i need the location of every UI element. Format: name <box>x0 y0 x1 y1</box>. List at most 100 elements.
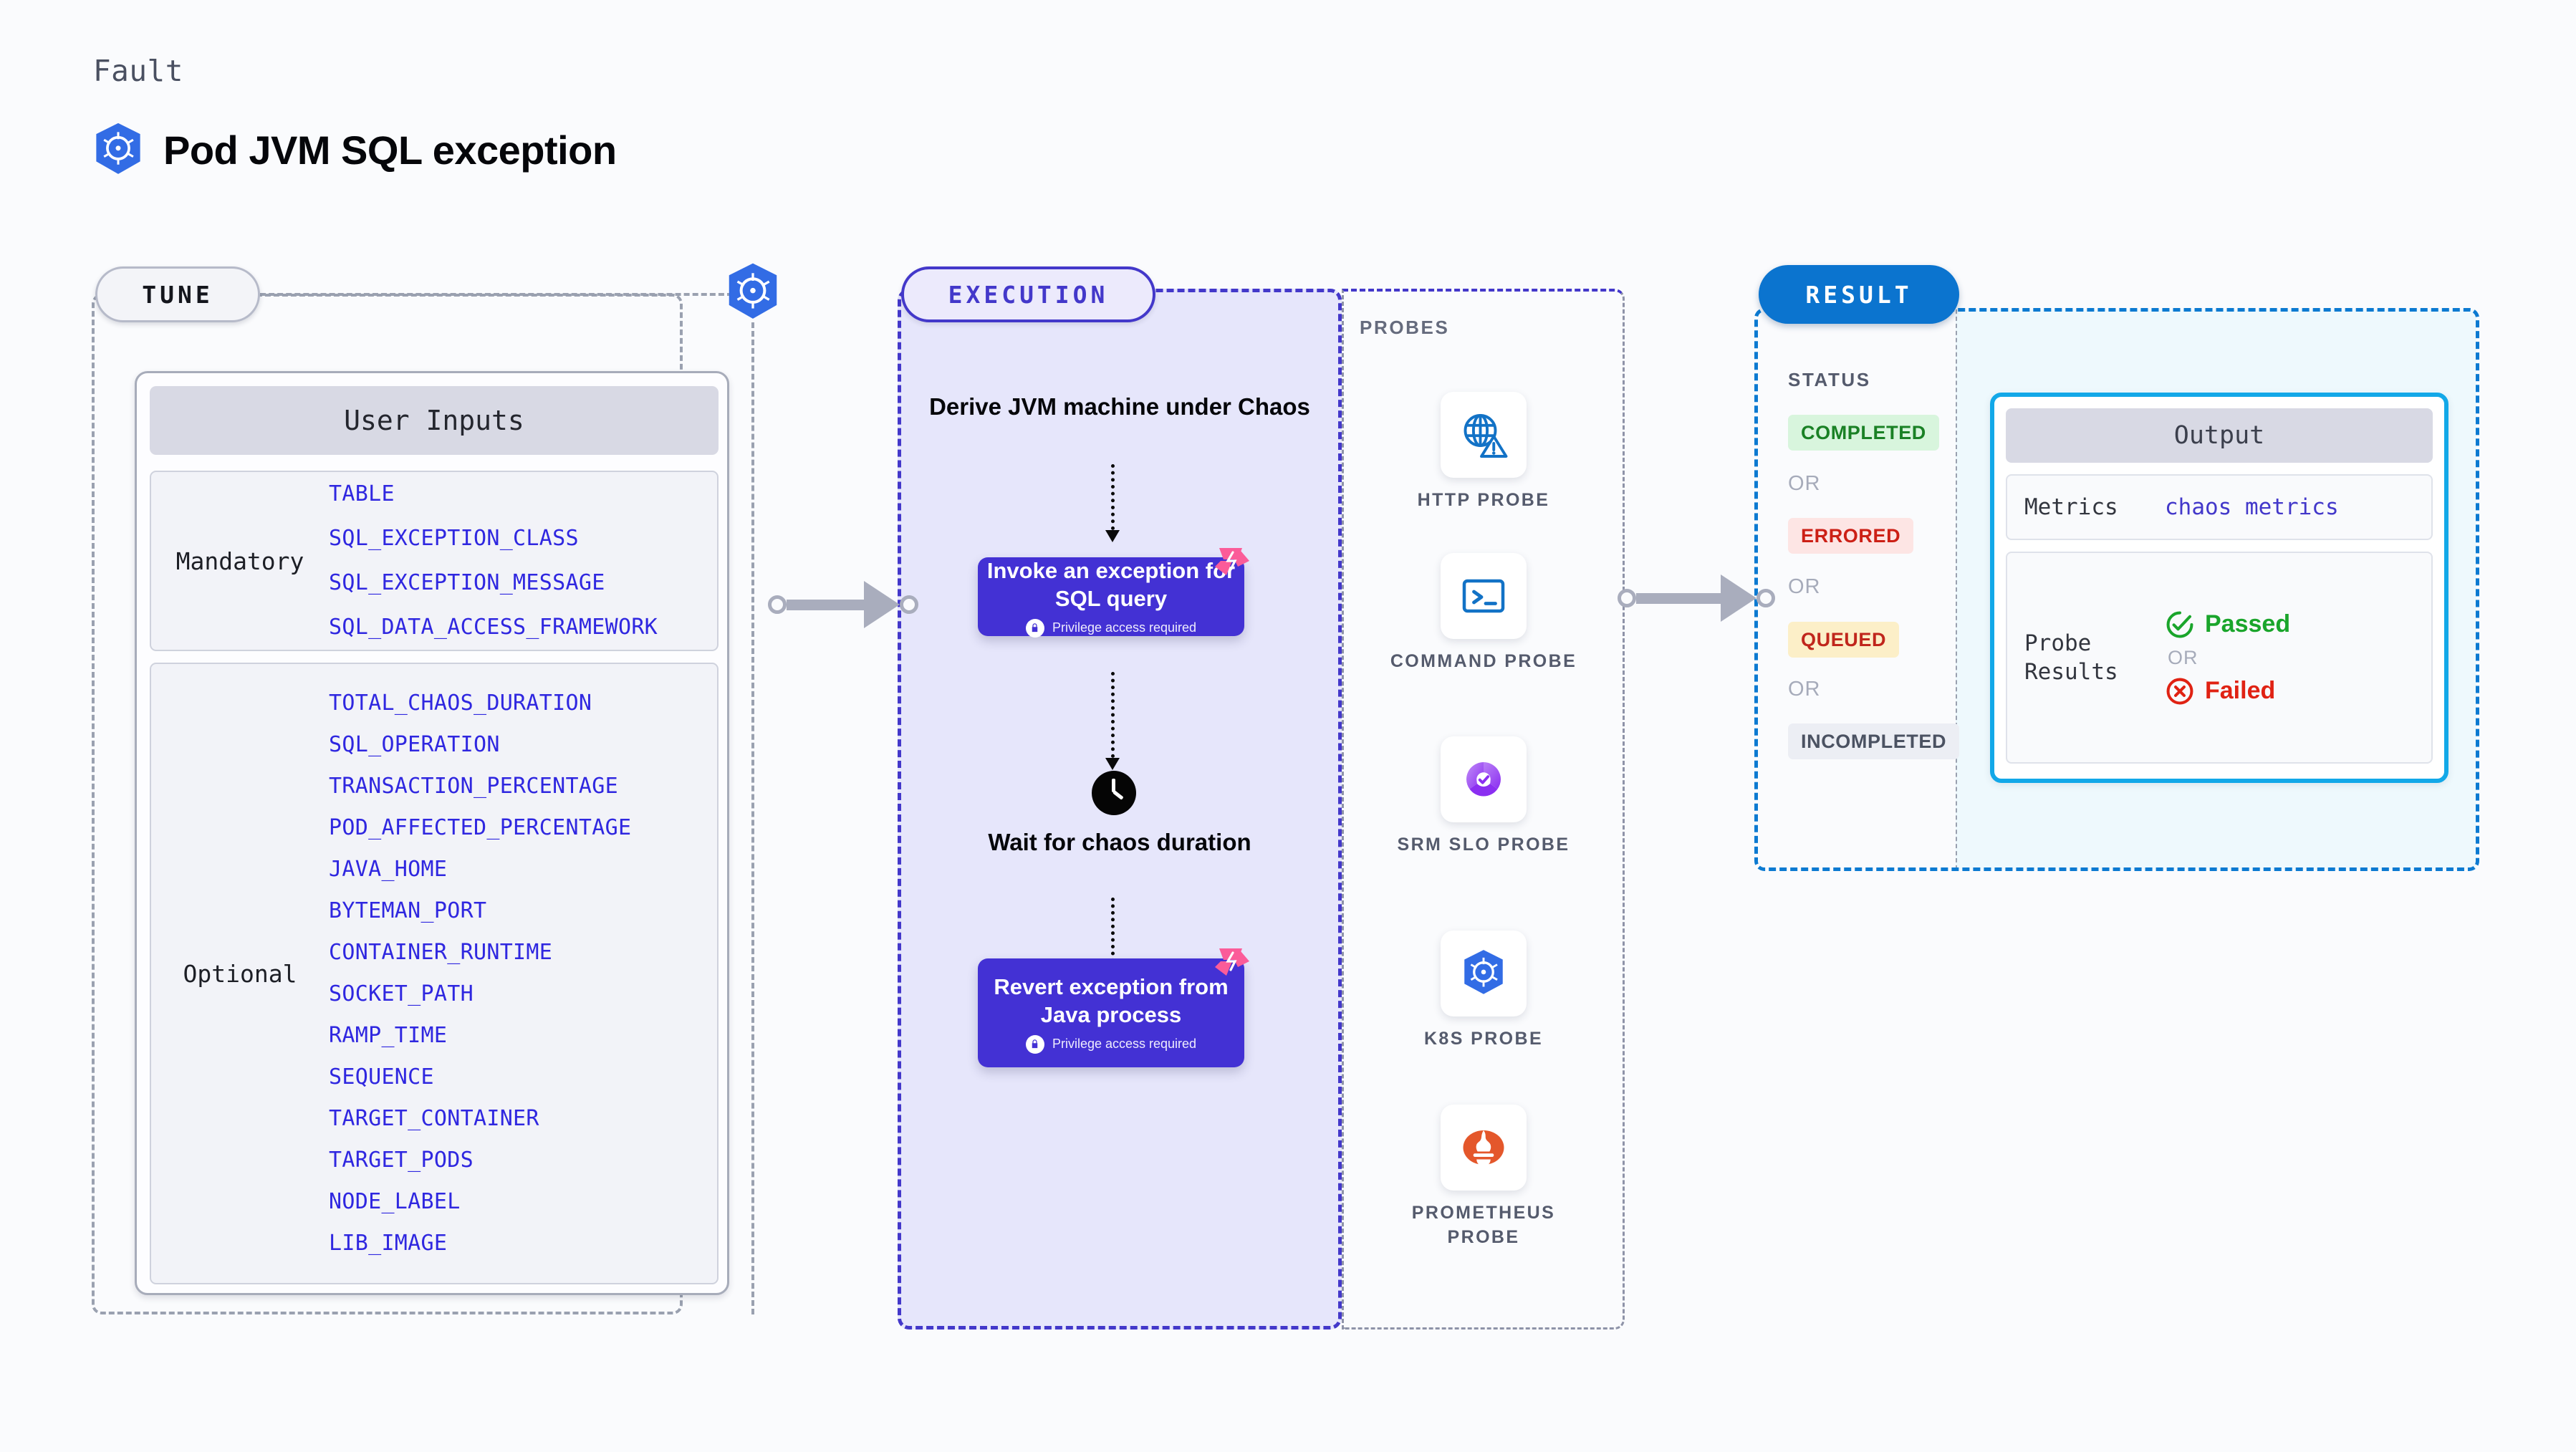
output-metrics-value[interactable]: chaos metrics <box>2165 494 2339 520</box>
execution-pill[interactable]: EXECUTION <box>901 266 1155 322</box>
status-label: STATUS <box>1788 369 1871 390</box>
param-item[interactable]: TRANSACTION_PERCENTAGE <box>329 774 618 799</box>
user-inputs-card: User Inputs Mandatory TABLE SQL_EXCEPTIO… <box>135 371 729 1295</box>
param-item[interactable]: SQL_OPERATION <box>329 732 500 757</box>
flow-arrow <box>1105 672 1120 770</box>
tune-to-execution-arrow <box>768 581 918 628</box>
param-item[interactable]: CONTAINER_RUNTIME <box>329 940 553 965</box>
probe-http[interactable]: HTTP PROBE <box>1376 392 1591 512</box>
output-card: Output Metrics chaos metrics Probe Resul… <box>1990 393 2448 783</box>
output-probe-results-row: Probe Results Passed OR Failed <box>2006 552 2433 764</box>
action-title: Revert exception from Java process <box>994 973 1229 1027</box>
param-item[interactable]: RAMP_TIME <box>329 1023 448 1048</box>
passed-label: Passed <box>2205 610 2291 638</box>
output-probe-values: Passed OR Failed <box>2165 610 2290 706</box>
connector-arrowhead <box>864 581 900 628</box>
probe-tile <box>1441 931 1527 1016</box>
probe-label: COMMAND PROBE <box>1390 651 1577 671</box>
mandatory-param-list: TABLE SQL_EXCEPTION_CLASS SQL_EXCEPTION_… <box>329 472 658 650</box>
srm-slo-icon <box>1466 762 1501 797</box>
probe-prometheus[interactable]: PROMETHEUS PROBE <box>1376 1105 1591 1249</box>
probe-label: SRM SLO PROBE <box>1397 835 1570 855</box>
action-invoke-exception[interactable]: Invoke an exception for SQL query Privil… <box>978 557 1244 638</box>
probe-command[interactable]: COMMAND PROBE <box>1376 553 1591 673</box>
connector-arrowhead <box>1721 574 1756 622</box>
kubernetes-icon <box>1464 950 1503 994</box>
probe-srm-slo[interactable]: SRM SLO PROBE <box>1376 736 1591 857</box>
param-item[interactable]: SQL_EXCEPTION_MESSAGE <box>329 570 605 595</box>
globe-warning-icon <box>1464 414 1508 458</box>
flow-arrow-line <box>1111 672 1115 758</box>
connector-dot <box>1618 589 1636 607</box>
flow-arrow-line <box>1111 464 1115 530</box>
param-item[interactable]: TABLE <box>329 481 395 506</box>
param-item[interactable]: TARGET_PODS <box>329 1148 474 1173</box>
probe-result-or: OR <box>2168 646 2198 668</box>
execution-to-result-arrow <box>1618 574 1775 622</box>
flow-arrow-line <box>1111 898 1115 962</box>
optional-param-list: TOTAL_CHAOS_DURATION SQL_OPERATION TRANS… <box>329 683 631 1264</box>
optional-label: Optional <box>183 959 297 988</box>
param-item[interactable]: SEQUENCE <box>329 1064 434 1090</box>
terminal-icon <box>1462 579 1505 613</box>
param-item[interactable]: JAVA_HOME <box>329 857 448 882</box>
action-revert-exception[interactable]: Revert exception from Java process Privi… <box>978 958 1244 1067</box>
param-item[interactable]: SQL_DATA_ACCESS_FRAMEWORK <box>329 615 658 640</box>
action-title: Invoke an exception for SQL query <box>986 557 1236 611</box>
step-derive-label: Derive JVM machine under Chaos <box>929 393 1310 420</box>
litmus-chaos-icon <box>1215 548 1249 575</box>
param-item[interactable]: TOTAL_CHAOS_DURATION <box>329 691 592 716</box>
output-metrics-key: Metrics <box>2024 494 2118 520</box>
mandatory-label: Mandatory <box>176 547 304 575</box>
clock-icon <box>1092 771 1136 815</box>
status-badge-incompleted: INCOMPLETED <box>1788 723 1960 759</box>
privilege-text: Privilege access required <box>1052 620 1197 635</box>
page-eyebrow: Fault <box>93 54 183 88</box>
check-circle-icon <box>2166 611 2193 638</box>
param-item[interactable]: POD_AFFECTED_PERCENTAGE <box>329 815 632 840</box>
probe-result-failed: Failed <box>2165 676 2290 706</box>
probe-tile <box>1441 553 1527 639</box>
param-item[interactable]: LIB_IMAGE <box>329 1231 448 1256</box>
param-item[interactable]: BYTEMAN_PORT <box>329 898 487 923</box>
privilege-note: Privilege access required <box>1025 618 1197 638</box>
param-item[interactable]: SQL_EXCEPTION_CLASS <box>329 526 579 551</box>
probe-result-passed: Passed <box>2165 610 2290 640</box>
probe-tile <box>1441 1105 1527 1191</box>
tune-connector-stem <box>751 322 754 1314</box>
page-header: Pod JVM SQL exception <box>93 122 617 178</box>
tune-connector-line <box>260 293 733 296</box>
probe-label: K8S PROBE <box>1423 1029 1544 1049</box>
page-title: Pod JVM SQL exception <box>163 127 617 173</box>
status-or: OR <box>1788 472 1821 495</box>
probes-label: PROBES <box>1360 317 1450 338</box>
mandatory-param-group: Mandatory TABLE SQL_EXCEPTION_CLASS SQL_… <box>150 471 719 651</box>
optional-param-group: Optional TOTAL_CHAOS_DURATION SQL_OPERAT… <box>150 663 719 1284</box>
kubernetes-icon <box>729 263 777 319</box>
param-item[interactable]: SOCKET_PATH <box>329 981 474 1006</box>
probe-tile <box>1441 392 1527 478</box>
output-metrics-row: Metrics chaos metrics <box>2006 474 2433 540</box>
param-item[interactable]: TARGET_CONTAINER <box>329 1106 539 1131</box>
result-pill[interactable]: RESULT <box>1759 265 1959 324</box>
param-item[interactable]: NODE_LABEL <box>329 1189 461 1214</box>
tune-pill[interactable]: TUNE <box>95 266 260 322</box>
status-badge-errored: ERRORED <box>1788 518 1914 554</box>
connector-dot <box>900 595 918 614</box>
probe-tile <box>1441 736 1527 822</box>
lock-icon <box>1025 1034 1044 1054</box>
flow-arrow-tip <box>1105 530 1120 542</box>
output-probe-key: Probe Results <box>2024 630 2118 685</box>
probe-k8s[interactable]: K8S PROBE <box>1376 931 1591 1051</box>
litmus-chaos-icon <box>1215 948 1249 976</box>
failed-label: Failed <box>2205 677 2276 704</box>
output-title: Output <box>2006 408 2433 463</box>
connector-dot <box>1756 589 1775 607</box>
privilege-text: Privilege access required <box>1052 1037 1197 1051</box>
flow-arrow <box>1105 464 1120 542</box>
x-circle-icon <box>2166 678 2193 704</box>
status-or: OR <box>1788 678 1821 701</box>
status-or: OR <box>1788 575 1821 598</box>
probe-label: HTTP PROBE <box>1417 490 1550 510</box>
